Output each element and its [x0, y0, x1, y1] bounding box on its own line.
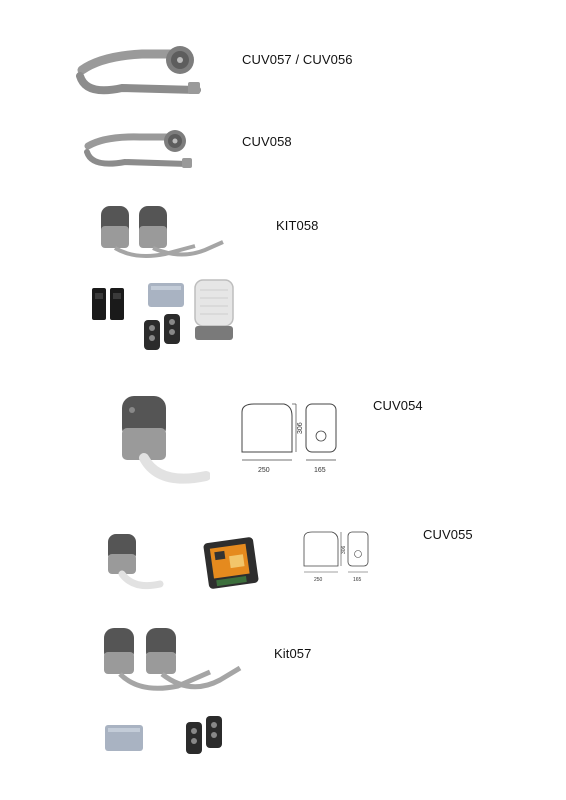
kit057-label: Kit057 [274, 646, 312, 661]
cuv055-dim-width: 250 [314, 577, 323, 583]
cuv055-motor-image [108, 534, 164, 590]
kit058-motors-image [101, 206, 224, 258]
cuv057-arm-image [76, 46, 201, 95]
cuv054-dim-height: 306 [297, 422, 304, 434]
cuv054-dim-width: 250 [258, 467, 270, 474]
kit057-receiver-box-image [105, 725, 143, 751]
warning-lamp-image [194, 279, 234, 340]
cuv055-dim-height: 306 [341, 545, 347, 554]
cuv054-motor-image [122, 396, 210, 484]
cuv055-dimension-drawing: 250 165 306 [303, 531, 369, 583]
receiver-box-image [148, 283, 184, 307]
cuv054-dim-depth: 165 [314, 467, 326, 474]
kit058-label: KIT058 [276, 218, 319, 233]
cuv054-label: CUV054 [373, 398, 423, 413]
control-board-image [203, 537, 259, 589]
cuv058-arm-image [84, 130, 192, 168]
cuv055-label: CUV055 [423, 527, 473, 542]
remote-controls-image [144, 314, 180, 350]
cuv055-dim-depth: 165 [353, 577, 362, 583]
photocells-image [92, 288, 124, 320]
kit057-motors-image [104, 628, 242, 691]
kit057-remote-controls-image [186, 716, 222, 754]
cuv058-label: CUV058 [242, 134, 292, 149]
cuv054-dimension-drawing: 250 165 306 [241, 403, 337, 474]
cuv057-cuv056-label: CUV057 / CUV056 [242, 52, 353, 67]
